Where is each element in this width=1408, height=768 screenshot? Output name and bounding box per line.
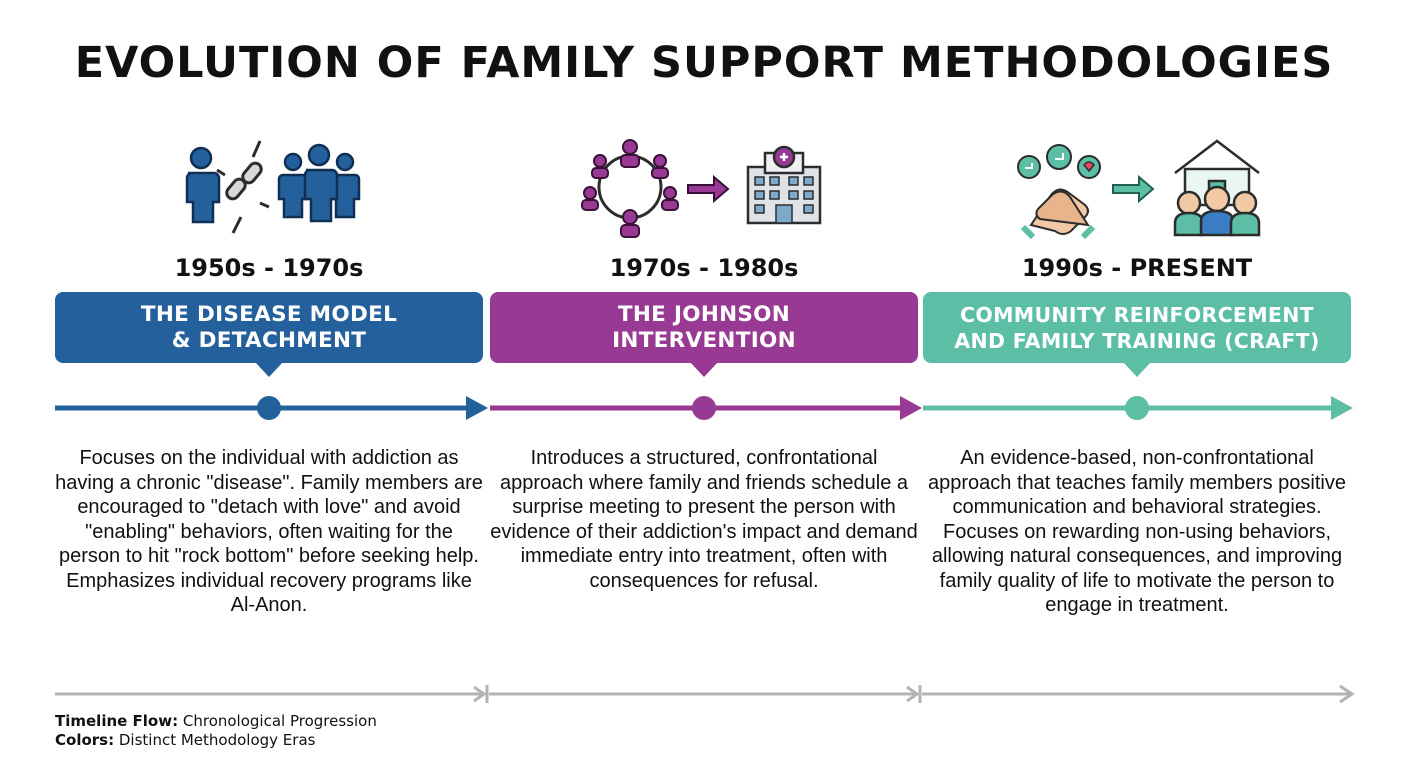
era-column-2: 1970s - 1980s THE JOHNSON INTERVENTION I… [490, 0, 918, 768]
era-label: THE JOHNSON INTERVENTION [612, 301, 796, 353]
handshake-feedback-icon [1017, 144, 1101, 240]
era-label-band: THE JOHNSON INTERVENTION [490, 292, 918, 377]
era-period: 1990s - PRESENT [1021, 254, 1253, 282]
timeline-arrow-1 [466, 396, 488, 420]
hospital-icon [746, 145, 822, 225]
page-title: EVOLUTION OF FAMILY SUPPORT METHODOLOGIE… [74, 38, 1334, 88]
timeline-arrow-3 [1331, 396, 1353, 420]
era-period: 1970s - 1980s [609, 254, 799, 282]
legend: Timeline Flow: Chronological Progression… [55, 712, 377, 750]
legend-flow-value: Chronological Progression [182, 712, 377, 730]
era-label: COMMUNITY REINFORCEMENT AND FAMILY TRAIN… [954, 302, 1320, 353]
era-1-icons [185, 140, 361, 234]
timeline-dot-3 [1125, 396, 1149, 420]
timeline-arrow-2 [900, 396, 922, 420]
legend-colors-key: Colors: [55, 731, 115, 749]
era-column-1: 1950s - 1970s THE DISEASE MODEL & DETACH… [55, 0, 483, 768]
era-description: An evidence-based, non-confrontational a… [928, 447, 1346, 616]
era-period: 1950s - 1970s [174, 254, 364, 282]
era-column-3: 1990s - PRESENT COMMUNITY REINFORCEMENT … [923, 0, 1351, 768]
era-label-band: THE DISEASE MODEL & DETACHMENT [55, 292, 483, 377]
legend-flow-key: Timeline Flow: [55, 712, 179, 730]
band-pointer [690, 362, 718, 377]
family-home-icon [1173, 139, 1261, 237]
arrow-right-icon [1112, 174, 1155, 204]
era-3-icons [1017, 139, 1261, 240]
circle-meeting-icon [581, 139, 679, 238]
broken-chain-icon [216, 140, 270, 234]
band-pointer [1123, 362, 1151, 377]
arrow-right-icon [687, 174, 730, 204]
era-label: THE DISEASE MODEL & DETACHMENT [140, 301, 398, 353]
timeline-dot-1 [257, 396, 281, 420]
group-icon [277, 143, 361, 223]
era-description: Introduces a structured, confrontational… [490, 447, 918, 592]
chronological-flow-line [55, 684, 1355, 704]
era-description: Focuses on the individual with addiction… [55, 447, 483, 616]
person-icon [185, 146, 221, 224]
era-2-icons [581, 139, 822, 238]
legend-colors-value: Distinct Methodology Eras [118, 731, 316, 749]
legend-flow: Timeline Flow: Chronological Progression [55, 712, 377, 731]
era-timeline [55, 396, 1353, 420]
timeline-dot-2 [692, 396, 716, 420]
era-label-band: COMMUNITY REINFORCEMENT AND FAMILY TRAIN… [923, 292, 1351, 377]
legend-colors: Colors: Distinct Methodology Eras [55, 731, 377, 750]
band-pointer [255, 362, 283, 377]
